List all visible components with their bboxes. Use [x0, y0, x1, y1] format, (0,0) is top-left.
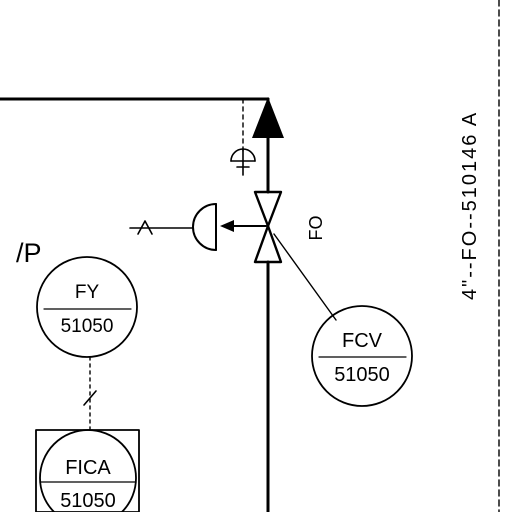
fy-instrument-bubble: FY 51050	[36, 256, 138, 358]
handwheel-signal	[230, 98, 256, 176]
signal-label: /P	[16, 238, 42, 268]
fica-instrument-bubble: FICA 51050	[35, 429, 140, 512]
fica-tag: FICA	[65, 457, 111, 479]
process-piping	[0, 97, 284, 512]
pneumatic-signal-line	[129, 220, 194, 235]
fcv-number: 51050	[334, 364, 390, 386]
fy-tag: FY	[75, 282, 100, 303]
fcv-leader-line	[273, 233, 337, 321]
fy-fica-signal	[83, 356, 97, 431]
fail-position-label: FO	[306, 216, 326, 241]
line-spec-label: 4"--FO--510146 A	[459, 111, 481, 300]
flow-arrow-icon	[252, 97, 284, 138]
control-valve-icon	[220, 190, 283, 264]
fcv-instrument-bubble: FCV 51050	[273, 233, 413, 407]
handwheel-icon	[230, 148, 256, 176]
fcv-tag: FCV	[342, 330, 383, 352]
fica-number: 51050	[60, 490, 116, 512]
actuator-icon	[192, 203, 217, 251]
fy-number: 51050	[61, 316, 114, 337]
